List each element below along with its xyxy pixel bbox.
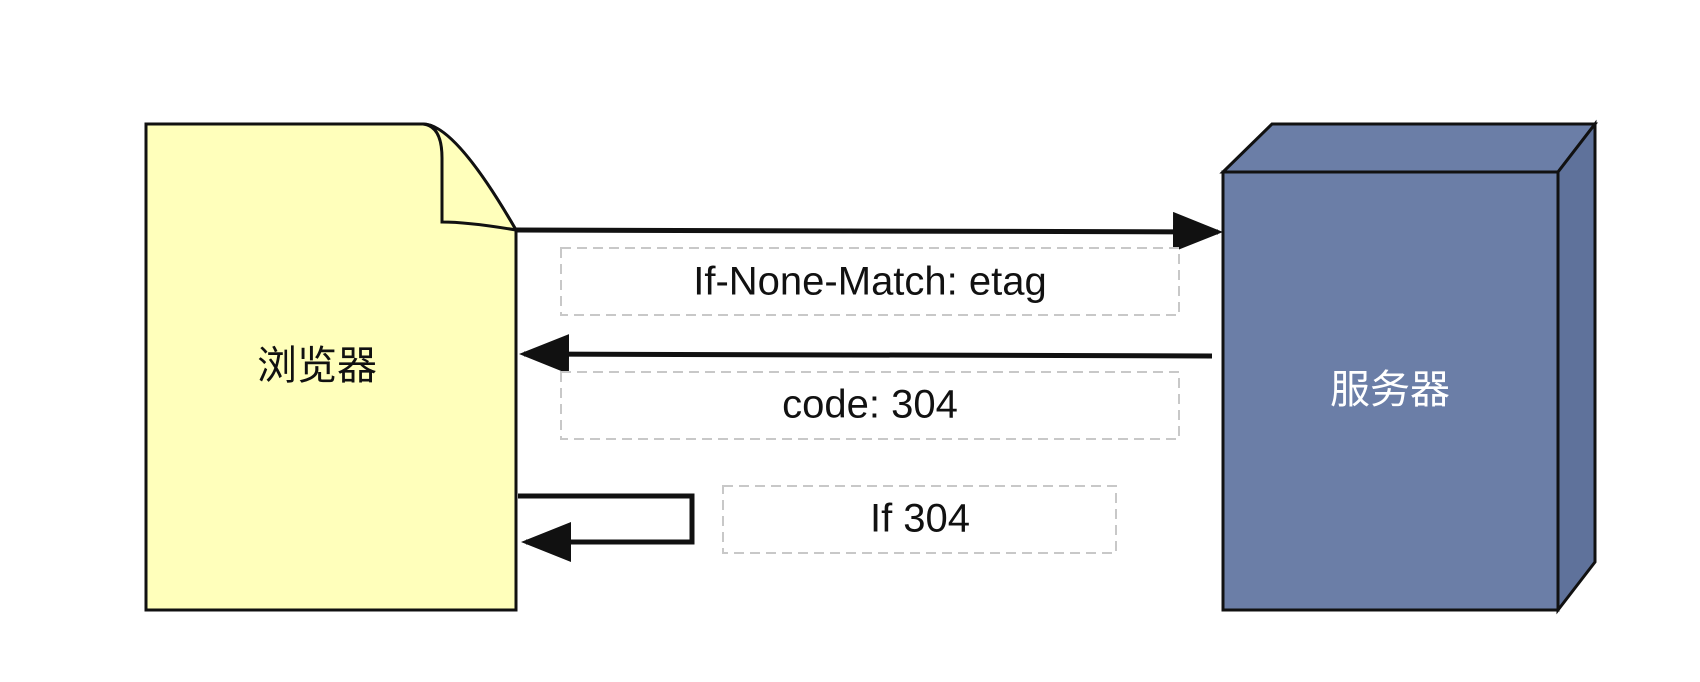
server-side-face [1556, 119, 1597, 615]
response-label-box: code: 304 [560, 371, 1180, 440]
self-loop-arrow [518, 493, 695, 562]
browser-label: 浏览器 [257, 343, 377, 389]
server-top-face [1219, 122, 1599, 174]
self-loop-label-border [722, 485, 1117, 554]
response-label-border [560, 371, 1180, 440]
request-label-border [560, 247, 1180, 316]
server-label: 服务器 [1330, 367, 1450, 413]
response-arrow [519, 334, 1213, 375]
server-node: 服务器 [1219, 119, 1599, 615]
request-label-box: If-None-Match: etag [560, 247, 1180, 316]
server-front-face [1221, 170, 1560, 612]
self-loop-label: If 304 [870, 497, 970, 541]
self-loop-label-box: If 304 [722, 485, 1117, 554]
response-label: code: 304 [782, 383, 958, 427]
browser-node: 浏览器 [144, 122, 519, 612]
request-label: If-None-Match: etag [693, 260, 1047, 304]
request-arrow [515, 211, 1223, 252]
browser-folded-corner [422, 122, 519, 233]
